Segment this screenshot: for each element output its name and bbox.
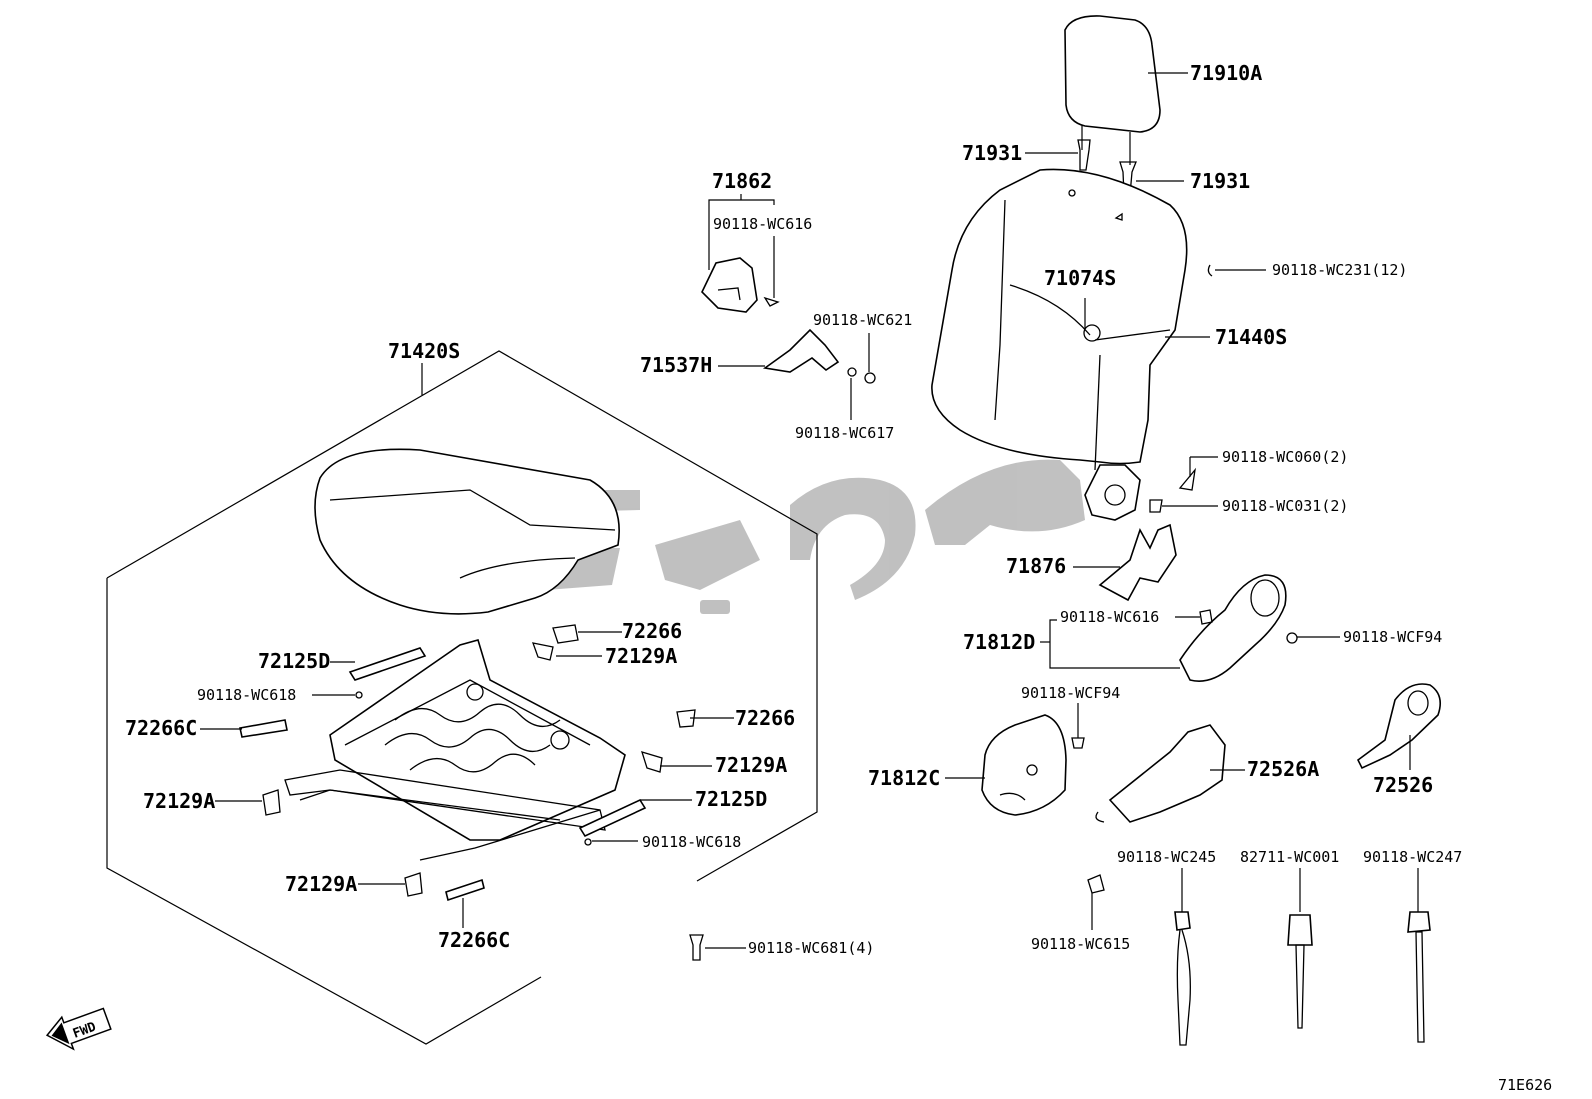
label-71812D: 71812D xyxy=(963,630,1035,654)
label-90118-wc247: 90118-WC247 xyxy=(1363,848,1462,866)
label-72129A-bottom: 72129A xyxy=(285,872,357,896)
part-71812C xyxy=(945,703,1085,816)
label-90118-wc615: 90118-WC615 xyxy=(1031,935,1130,953)
label-90118-wc681: 90118-WC681(4) xyxy=(748,939,874,957)
label-72125D-right: 72125D xyxy=(695,787,767,811)
label-82711-wc001: 82711-WC001 xyxy=(1240,848,1339,866)
label-72125D-left: 72125D xyxy=(258,649,330,673)
recliner-mechanism xyxy=(1084,464,1196,521)
part-71537H xyxy=(718,328,876,420)
headrest xyxy=(1025,15,1188,196)
seat-cushion-pad xyxy=(314,448,620,615)
label-72129A-top: 72129A xyxy=(605,644,677,668)
label-72266-top: 72266 xyxy=(622,619,682,643)
label-71931-right: 71931 xyxy=(1190,169,1250,193)
label-90118-wcf94-right: 90118-WCF94 xyxy=(1343,628,1442,646)
label-90118-wc618-left: 90118-WC618 xyxy=(197,686,296,704)
label-90118-wc031: 90118-WC031(2) xyxy=(1222,497,1348,515)
label-90118-wcf94-mid: 90118-WCF94 xyxy=(1021,684,1120,702)
label-90118-wc621: 90118-WC621 xyxy=(813,311,912,329)
label-90118-wc618-right: 90118-WC618 xyxy=(642,833,741,851)
cable-ties xyxy=(1087,868,1431,1046)
label-71910A: 71910A xyxy=(1190,61,1262,85)
label-90118-wc616-mid: 90118-WC616 xyxy=(1060,608,1159,626)
label-90118-wc245: 90118-WC245 xyxy=(1117,848,1216,866)
part-71862-group xyxy=(701,194,780,313)
seat-cushion-assembly-box xyxy=(106,350,818,1045)
label-72266C-left: 72266C xyxy=(125,716,197,740)
part-labels: 71910A 71931 71931 71862 90118-WC616 901… xyxy=(125,61,1552,1094)
label-71420S: 71420S xyxy=(388,339,460,363)
label-72129A-mid: 72129A xyxy=(715,753,787,777)
seat-small-parts xyxy=(239,624,704,961)
label-71440S: 71440S xyxy=(1215,325,1287,349)
label-90118-wc231: 90118-WC231(12) xyxy=(1272,261,1407,279)
label-71876: 71876 xyxy=(1006,554,1066,578)
seatback-leader-lines xyxy=(1084,264,1266,507)
label-71537H: 71537H xyxy=(640,353,712,377)
part-72526A xyxy=(1095,724,1245,823)
label-71074S: 71074S xyxy=(1044,266,1116,290)
fwd-arrow-icon: FWD xyxy=(45,1007,112,1051)
label-72266-mid: 72266 xyxy=(735,706,795,730)
label-71812C: 71812C xyxy=(868,766,940,790)
label-72266C-bottom: 72266C xyxy=(438,928,510,952)
label-90118-wc617: 90118-WC617 xyxy=(795,424,894,442)
part-71876 xyxy=(1073,523,1177,602)
part-72526 xyxy=(1356,683,1441,770)
diagram-code: 71E626 xyxy=(1498,1076,1552,1094)
label-90118-wc616-top: 90118-WC616 xyxy=(713,215,812,233)
label-72129A-left: 72129A xyxy=(143,789,215,813)
label-72526A: 72526A xyxy=(1247,757,1319,781)
part-71812D xyxy=(1040,574,1340,682)
label-72526: 72526 xyxy=(1373,773,1433,797)
cushion-leader-lines xyxy=(200,631,746,949)
label-71862: 71862 xyxy=(712,169,772,193)
seatback xyxy=(931,168,1188,471)
seat-frame xyxy=(284,639,626,861)
label-90118-wc060: 90118-WC060(2) xyxy=(1222,448,1348,466)
label-71931-left: 71931 xyxy=(962,141,1022,165)
